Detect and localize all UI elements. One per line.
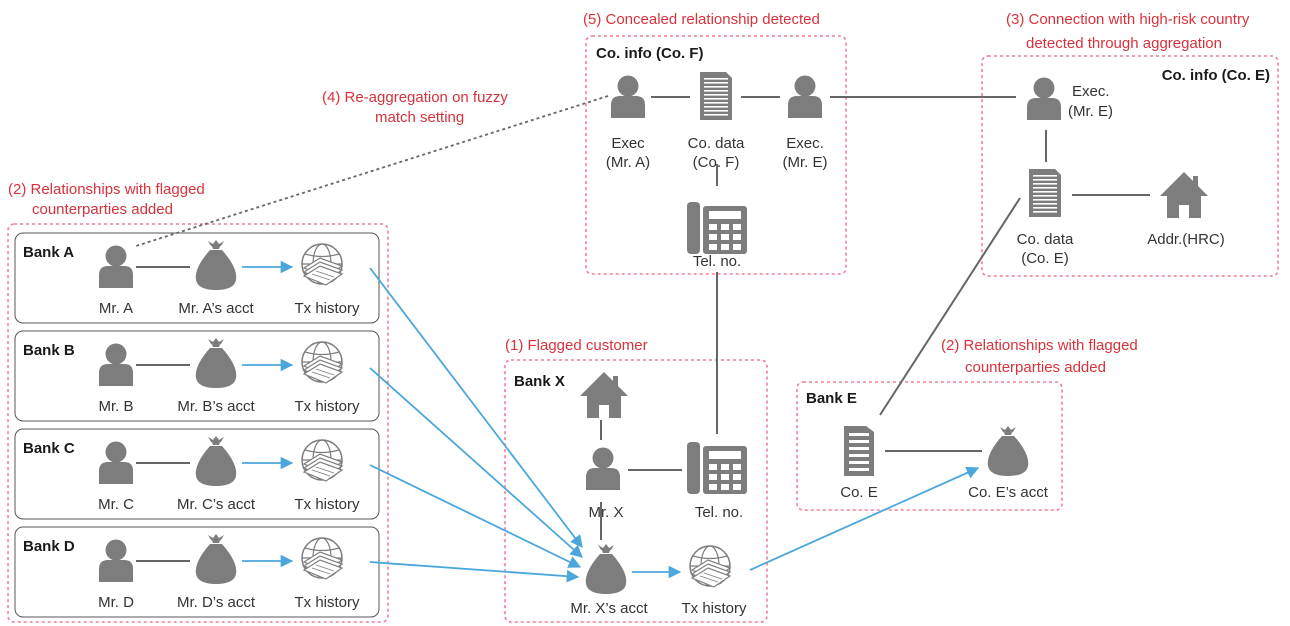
note-counterparties-right-line1: (2) Relationships with flagged [941, 337, 1138, 354]
bank-a-tx: Tx history [294, 300, 360, 317]
bank-x-box [504, 359, 768, 623]
building-icon [844, 426, 874, 476]
person-icon [586, 447, 620, 490]
co-f-exec-a-name: (Mr. A) [606, 154, 650, 171]
document-icon [700, 72, 732, 120]
flow-arrow-a-to-x [369, 267, 583, 549]
bank-x-person: Mr. X [588, 504, 623, 521]
bank-d-row: Bank D Mr. D Mr. D’s acct Tx history [23, 534, 360, 611]
money-bag-icon [585, 544, 627, 594]
bank-e-company: Co. E [840, 484, 878, 501]
bank-b-row: Bank B Mr. B Mr. B’s acct Tx history [23, 338, 360, 415]
fuzzy-match-link [135, 95, 609, 247]
bank-d-title: Bank D [23, 538, 75, 555]
bank-internal-links [136, 266, 190, 562]
co-f-exec-a-label: Exec [611, 135, 645, 152]
flow-arrow-b-to-x [369, 367, 583, 558]
note-high-risk-country-line1: (3) Connection with high-risk country [1006, 11, 1250, 28]
co-e-data-label: Co. data [1017, 231, 1074, 248]
bank-c-acct: Mr. C’s acct [177, 496, 256, 513]
bank-b-acct: Mr. B’s acct [177, 398, 255, 415]
house-icon [580, 372, 628, 418]
co-e-exec-label: Exec. [1072, 83, 1110, 100]
transaction-history-icon [301, 439, 343, 482]
co-f-exec-e-name: (Mr. E) [783, 154, 828, 171]
flagged-counterparties-group [7, 223, 389, 623]
co-e-data-name: (Co. E) [1021, 250, 1069, 267]
note-counterparties-left-line2: counterparties added [32, 201, 173, 218]
bank-x-acct: Mr. X’s acct [570, 600, 648, 617]
telephone-icon [687, 202, 747, 254]
co-e-title: Co. info (Co. E) [1162, 67, 1270, 84]
telephone-icon [687, 442, 747, 494]
transaction-history-icon [301, 341, 343, 384]
bank-e-acct: Co. E’s acct [968, 484, 1049, 501]
bank-c-title: Bank C [23, 440, 75, 457]
co-e-box [981, 55, 1279, 277]
bank-b-tx: Tx history [294, 398, 360, 415]
co-e-exec-name: (Mr. E) [1068, 103, 1113, 120]
bank-c-person: Mr. C [98, 496, 134, 513]
bank-d-tx: Tx history [294, 594, 360, 611]
note-counterparties-left-line1: (2) Relationships with flagged [8, 181, 205, 198]
bank-b-person: Mr. B [98, 398, 133, 415]
person-icon [788, 75, 822, 118]
co-f-data-label: Co. data [688, 135, 745, 152]
link-codata-e-bank-e [879, 197, 1021, 416]
person-icon [1027, 77, 1061, 120]
flow-arrow-c-to-x [369, 464, 582, 568]
bank-a-row: Bank A Mr. A Mr. A’s acct Tx history [23, 240, 360, 317]
transaction-history-icon [689, 545, 731, 588]
bank-d-person: Mr. D [98, 594, 134, 611]
money-bag-icon [987, 426, 1029, 476]
co-f-data-name: (Co. F) [693, 154, 740, 171]
person-icon [611, 75, 645, 118]
note-high-risk-country-line2: detected through aggregation [1026, 35, 1222, 52]
co-f-exec-e-label: Exec. [786, 135, 824, 152]
co-e-addr-label: Addr.(HRC) [1147, 231, 1225, 248]
bank-c-tx: Tx history [294, 496, 360, 513]
co-f-title: Co. info (Co. F) [596, 45, 703, 62]
bank-x-tel: Tel. no. [695, 504, 743, 521]
bank-c-row: Bank C Mr. C Mr. C’s acct Tx history [23, 436, 360, 513]
note-counterparties-right-line2: counterparties added [965, 359, 1106, 376]
bank-e-title: Bank E [806, 390, 857, 407]
bank-a-title: Bank A [23, 244, 74, 261]
bank-b-title: Bank B [23, 342, 75, 359]
note-fuzzy-match-line2: match setting [375, 109, 464, 126]
transaction-history-icon [301, 243, 343, 286]
bank-a-acct: Mr. A’s acct [178, 300, 254, 317]
note-concealed-relationship: (5) Concealed relationship detected [583, 11, 820, 28]
flow-arrow-x-to-e [749, 466, 980, 571]
document-icon [1029, 169, 1061, 217]
co-f-tel-label: Tel. no. [693, 253, 741, 270]
bank-d-acct: Mr. D’s acct [177, 594, 256, 611]
transaction-history-icon [301, 537, 343, 580]
bank-a-person: Mr. A [99, 300, 133, 317]
note-fuzzy-match-line1: (4) Re-aggregation on fuzzy [322, 89, 508, 106]
flow-arrow-d-to-x [369, 561, 580, 583]
note-flagged-customer: (1) Flagged customer [505, 337, 648, 354]
bank-x-tx: Tx history [681, 600, 747, 617]
bank-x-title: Bank X [514, 373, 565, 390]
house-icon [1160, 172, 1208, 218]
bank-e-box [796, 381, 1063, 511]
